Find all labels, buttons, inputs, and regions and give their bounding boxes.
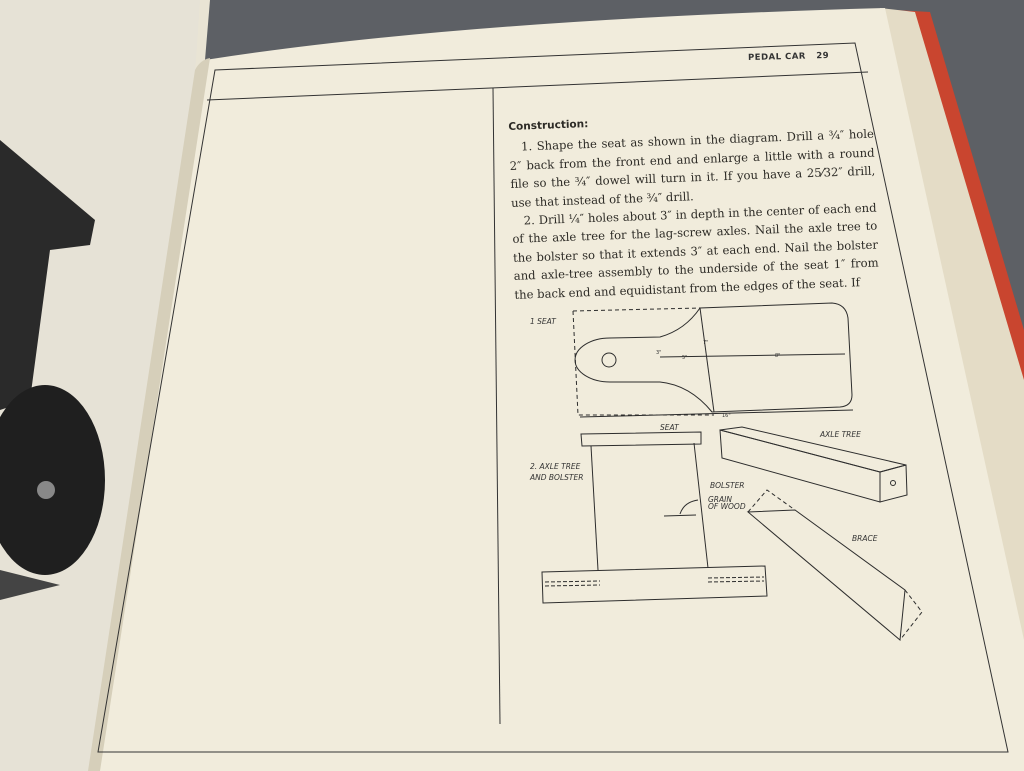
dim-neck: 3" xyxy=(656,350,661,356)
page-frame xyxy=(97,42,1009,753)
photo-object-top xyxy=(0,140,95,410)
axle-tree-label: AXLE TREE xyxy=(819,430,861,439)
seat-top-label: SEAT xyxy=(660,423,680,432)
grain-label-2: OF WOOD xyxy=(708,502,746,511)
dim-total-length: 16" xyxy=(722,413,731,419)
seat-label: 1 SEAT xyxy=(530,317,557,326)
dim-width: 7" xyxy=(703,340,708,346)
bolster-diagram xyxy=(541,431,768,604)
right-page xyxy=(90,8,1024,771)
gutter-shadow xyxy=(88,58,210,771)
grain-label-1: GRAIN xyxy=(708,495,732,504)
assembly-label-1: 2. AXLE TREE xyxy=(530,462,581,471)
running-head-title: PEDAL CAR xyxy=(747,51,807,64)
axle-tree-diagram xyxy=(719,426,908,503)
page-number: 29 xyxy=(816,50,830,62)
photo-wheel xyxy=(0,385,105,575)
running-head: PEDAL CAR 29 xyxy=(748,51,829,63)
dim-body-length: 8" xyxy=(775,353,780,359)
paragraph-1: 1. Shape the seat as shown in the diagra… xyxy=(509,127,876,210)
column-rule xyxy=(492,87,501,725)
body-text: Construction: 1. Shape the seat as shown… xyxy=(508,105,880,304)
assembly-label-2: AND BOLSTER xyxy=(529,473,583,482)
brace-diagram xyxy=(746,489,923,641)
brace-label: BRACE xyxy=(852,534,878,543)
bolster-label: BOLSTER xyxy=(710,481,745,490)
photo-bolt-icon xyxy=(37,481,55,499)
header-rule xyxy=(206,71,869,101)
seat-diagram xyxy=(572,302,854,418)
photo-shadow xyxy=(0,570,60,600)
dim-neck-length: 5" xyxy=(682,355,687,361)
paragraph-2: 2. Drill ¼″ holes about 3″ in depth in t… xyxy=(512,200,879,302)
